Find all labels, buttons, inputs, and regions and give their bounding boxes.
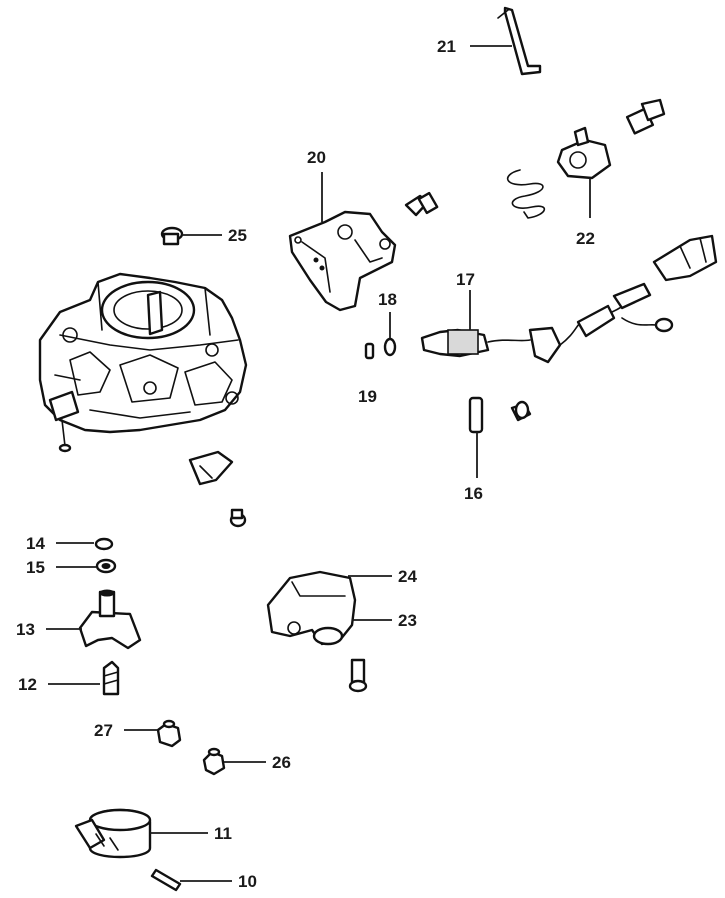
lever-assembly-22 xyxy=(556,126,612,180)
callout-20: 20 xyxy=(307,148,326,167)
float-11 xyxy=(74,808,152,859)
callout-19: 19 xyxy=(358,387,377,406)
throttle-body-plate-23-24 xyxy=(266,570,357,646)
screw-small xyxy=(229,508,247,528)
sensor-harness-17 xyxy=(420,234,718,364)
callout-14: 14 xyxy=(26,534,45,553)
carburetor-body xyxy=(38,272,248,453)
bolt-small-20 xyxy=(404,191,439,217)
spring xyxy=(506,169,546,219)
callout-26: 26 xyxy=(272,753,291,772)
callout-15: 15 xyxy=(26,558,45,577)
callout-10: 10 xyxy=(238,872,257,891)
nut-27 xyxy=(156,719,182,748)
pin-10 xyxy=(150,868,182,892)
pin-16 xyxy=(468,396,532,434)
throttle-bracket-20 xyxy=(288,210,397,312)
callout-16: 16 xyxy=(464,484,483,503)
screw-25 xyxy=(160,226,184,246)
callout-11: 11 xyxy=(214,824,232,843)
callout-22: 22 xyxy=(576,229,595,248)
seal-15 xyxy=(95,558,117,574)
rod-21 xyxy=(497,6,542,76)
screw-below-23 xyxy=(348,658,368,693)
bolt-upper-right xyxy=(625,98,666,135)
o-ring-18 xyxy=(383,337,397,357)
callout-18: 18 xyxy=(378,290,397,309)
pin-19 xyxy=(364,342,375,360)
clip-part xyxy=(188,450,234,486)
needle-valve-13 xyxy=(78,589,142,650)
callout-13: 13 xyxy=(16,620,35,639)
callout-17: 17 xyxy=(456,270,475,289)
callout-12: 12 xyxy=(18,675,37,694)
screw-12 xyxy=(102,660,120,696)
callout-27: 27 xyxy=(94,721,113,740)
callout-24: 24 xyxy=(398,567,417,586)
nut-26 xyxy=(202,747,226,776)
callout-23: 23 xyxy=(398,611,417,630)
callout-25: 25 xyxy=(228,226,247,245)
washer-14 xyxy=(94,537,114,551)
callout-21: 21 xyxy=(437,37,456,56)
